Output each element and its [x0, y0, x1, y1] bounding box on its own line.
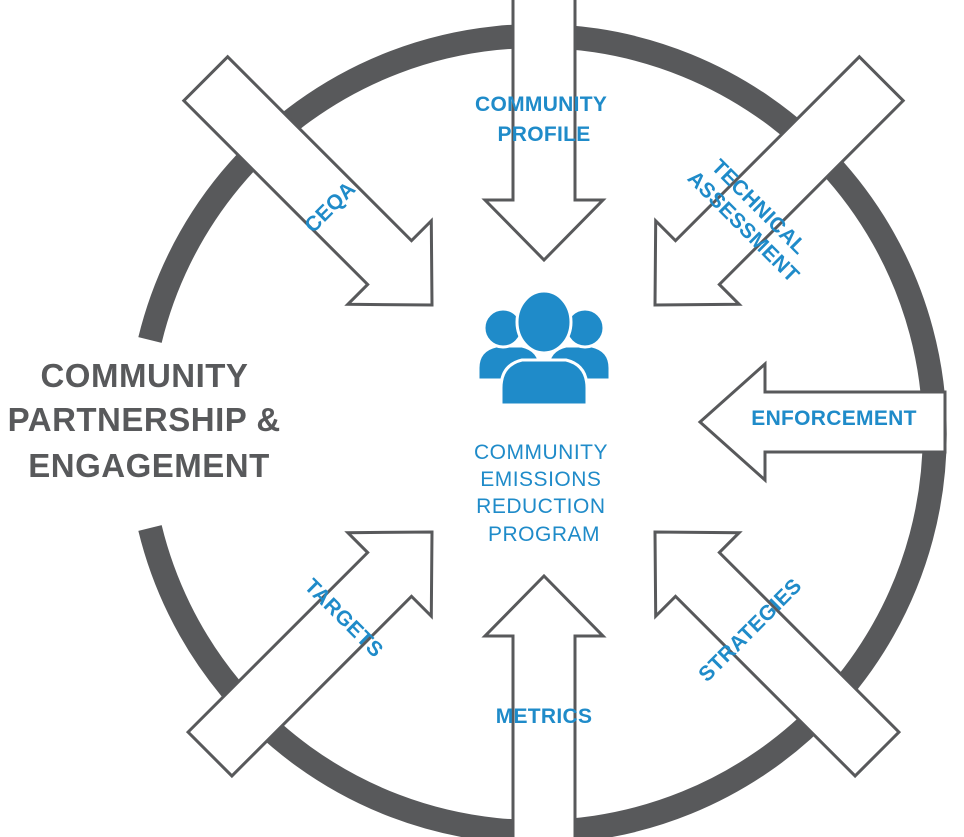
arrow-label-metrics: METRICS: [496, 705, 593, 728]
partnership-engagement-label: COMMUNITY PARTNERSHIP & ENGAGEMENT: [8, 357, 291, 484]
center-program-label: COMMUNITY EMISSIONS REDUCTION PROGRAM: [474, 441, 614, 546]
arrow-ceqa: [181, 54, 434, 307]
arrow-enforcement: [697, 360, 947, 484]
arrow-strategies: [653, 530, 902, 779]
arrow-label-community-profile: COMMUNITY PROFILE: [475, 93, 613, 146]
arrow-targets: [185, 530, 434, 779]
arrow-community-profile: [481, 0, 607, 263]
arrow-metrics: [481, 573, 607, 837]
arrow-label-enforcement: ENFORCEMENT: [751, 407, 916, 430]
community-people-icon: [476, 289, 612, 407]
arrow-technical-assessment: [653, 54, 906, 307]
